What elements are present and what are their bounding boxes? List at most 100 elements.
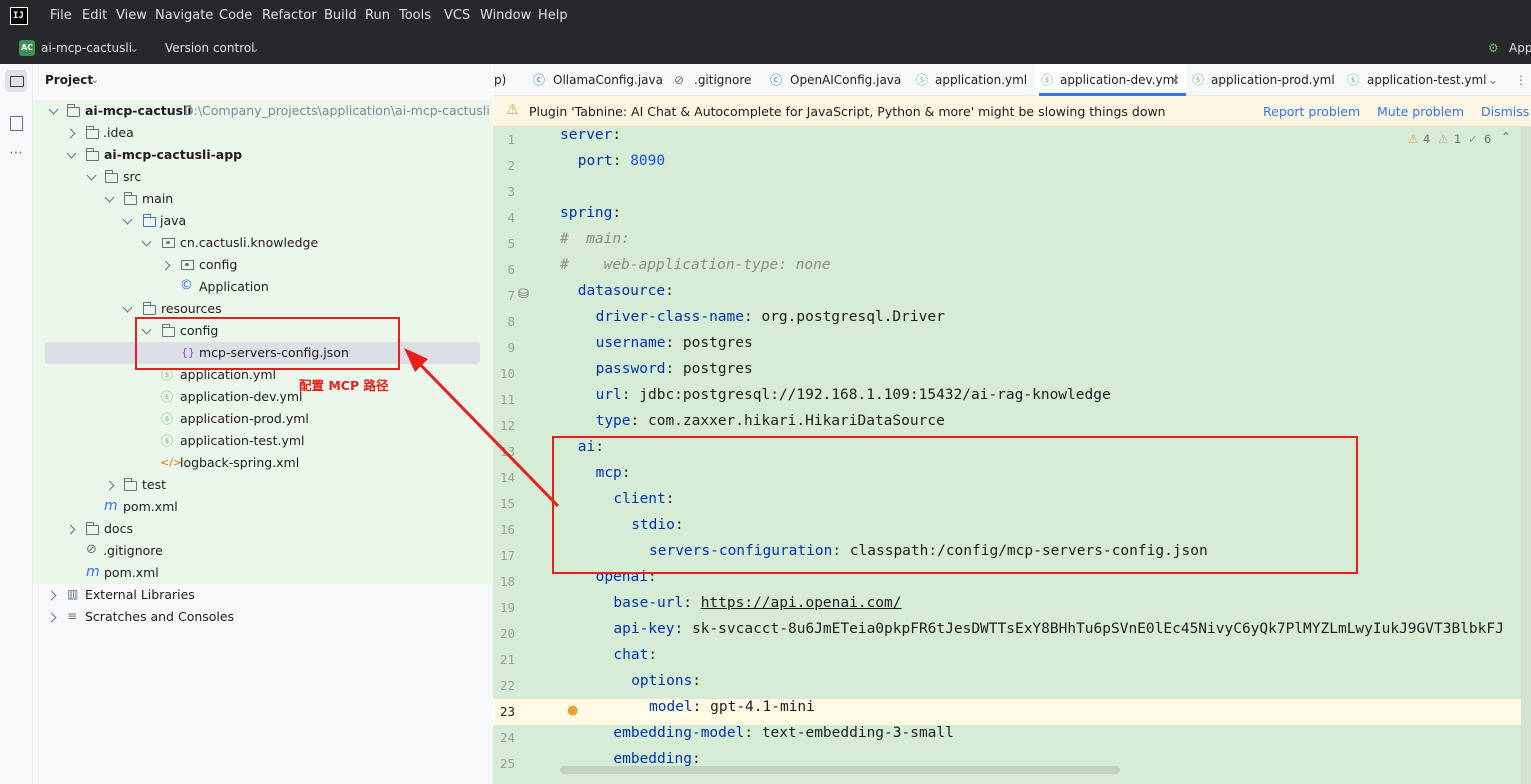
- code-line[interactable]: options:: [631, 673, 701, 699]
- line-number[interactable]: 17: [499, 548, 515, 563]
- tab-ollama-config[interactable]: OllamaConfig.java: [553, 73, 663, 87]
- code-line[interactable]: api-key: sk-svcacct-8u6JmETeia0pkpFR6tJe…: [613, 621, 1503, 647]
- menu-tools[interactable]: Tools: [399, 8, 432, 23]
- line-number[interactable]: 6: [507, 262, 515, 277]
- weak-warning-count[interactable]: 1: [1454, 132, 1462, 146]
- line-number[interactable]: 4: [507, 210, 515, 225]
- line-number[interactable]: 10: [499, 366, 515, 381]
- code-line[interactable]: url: jdbc:postgresql://192.168.1.109:154…: [596, 387, 1111, 413]
- code-line[interactable]: mcp:: [596, 465, 631, 491]
- line-number[interactable]: 12: [499, 418, 515, 433]
- horizontal-scrollbar[interactable]: [560, 766, 1120, 774]
- line-number[interactable]: 8: [507, 314, 515, 329]
- vertical-scrollbar[interactable]: [1521, 127, 1531, 784]
- code-line[interactable]: type: com.zaxxer.hikari.HikariDataSource: [596, 413, 945, 439]
- project-view-chevron-down-icon[interactable]: ⌄: [90, 73, 100, 86]
- line-number[interactable]: 7: [507, 288, 515, 303]
- line-number[interactable]: 22: [499, 678, 515, 693]
- project-chevron-down-icon[interactable]: ⌄: [129, 41, 140, 55]
- code-line[interactable]: spring:: [560, 205, 621, 231]
- code-line[interactable]: password: postgres: [596, 361, 753, 387]
- menu-refactor[interactable]: Refactor: [262, 8, 317, 23]
- code-line[interactable]: embedding:: [613, 751, 700, 777]
- code-line[interactable]: username: postgres: [596, 335, 753, 361]
- line-number[interactable]: 24: [499, 730, 515, 745]
- line-number[interactable]: 25: [499, 756, 515, 771]
- code-line[interactable]: servers-configuration: classpath:/config…: [649, 543, 1208, 569]
- tabs-dropdown-chevron-icon[interactable]: ⌄: [1488, 73, 1499, 87]
- line-number[interactable]: 19: [499, 600, 515, 615]
- vcs-selector[interactable]: Version control: [165, 41, 255, 55]
- menu-help[interactable]: Help: [538, 8, 568, 23]
- tab-gitignore[interactable]: .gitignore: [694, 73, 752, 87]
- intellij-logo-icon[interactable]: IJ: [10, 7, 28, 25]
- menu-edit[interactable]: Edit: [82, 8, 108, 23]
- tab-openai-config[interactable]: OpenAIConfig.java: [790, 73, 902, 87]
- line-number[interactable]: 5: [507, 236, 515, 251]
- line-number[interactable]: 11: [499, 392, 515, 407]
- menu-file[interactable]: File: [50, 8, 72, 23]
- menu-code[interactable]: Code: [219, 8, 253, 23]
- line-number[interactable]: 18: [499, 574, 515, 589]
- menu-vcs[interactable]: VCS: [444, 8, 471, 23]
- ok-count[interactable]: 6: [1484, 132, 1492, 146]
- project-selector[interactable]: ai-mcp-cactusli: [41, 41, 133, 55]
- code-line[interactable]: model: gpt-4.1-mini: [649, 699, 815, 725]
- code-line[interactable]: chat:: [613, 647, 657, 673]
- code-line[interactable]: # web-application-type: none: [560, 257, 831, 283]
- run-config-icon[interactable]: ⚙: [1488, 41, 1499, 55]
- line-number[interactable]: 3: [507, 184, 515, 199]
- line-number[interactable]: 2: [507, 158, 515, 173]
- line-number[interactable]: 21: [499, 652, 515, 667]
- line-number[interactable]: 9: [507, 340, 515, 355]
- menu-run[interactable]: Run: [365, 8, 390, 23]
- tab-application-test-yml[interactable]: application-test.yml: [1367, 73, 1487, 87]
- code-line[interactable]: ai:: [578, 439, 604, 465]
- menu-view[interactable]: View: [116, 8, 147, 23]
- code-line[interactable]: stdio:: [631, 517, 683, 543]
- code-line[interactable]: base-url: https://api.openai.com/: [613, 595, 901, 621]
- structure-icon[interactable]: [10, 116, 23, 131]
- line-number[interactable]: 20: [499, 626, 515, 641]
- line-number[interactable]: 1: [507, 132, 515, 147]
- more-tools-icon[interactable]: ⋯: [9, 145, 23, 161]
- menu-navigate[interactable]: Navigate: [155, 8, 214, 23]
- warning-count[interactable]: 4: [1423, 132, 1431, 146]
- run-config-selector[interactable]: App: [1509, 41, 1531, 55]
- menu-window[interactable]: Window: [480, 8, 532, 23]
- close-tab-icon[interactable]: ×: [1170, 73, 1181, 87]
- lightbulb-icon[interactable]: ●: [567, 703, 579, 718]
- code-line[interactable]: port: 8090: [578, 153, 665, 179]
- more-tabs-icon[interactable]: ⋮: [1515, 73, 1527, 87]
- tab-truncated[interactable]: p): [494, 73, 507, 87]
- vcs-chevron-down-icon[interactable]: ⌄: [250, 41, 261, 55]
- previous-highlight-icon[interactable]: ⌃: [1501, 130, 1512, 144]
- menu-build[interactable]: Build: [324, 8, 357, 23]
- code-line[interactable]: datasource:: [578, 283, 674, 309]
- tree-row-project-root[interactable]: ai-mcp-cactusli D:\Company_projects\appl…: [33, 100, 492, 122]
- line-number[interactable]: 14: [499, 470, 515, 485]
- ok-check-icon[interactable]: ✓: [1468, 132, 1478, 146]
- code-line[interactable]: driver-class-name: org.postgresql.Driver: [596, 309, 945, 335]
- line-number[interactable]: 23: [499, 704, 515, 719]
- code-line[interactable]: client:: [613, 491, 674, 517]
- code-line[interactable]: # main:: [560, 231, 630, 257]
- report-problem-link[interactable]: Report problem: [1263, 104, 1361, 119]
- project-badge[interactable]: AC: [19, 40, 35, 56]
- tab-application-prod-yml[interactable]: application-prod.yml: [1211, 73, 1335, 87]
- tab-application-yml[interactable]: application.yml: [935, 73, 1028, 87]
- line-number[interactable]: 13: [499, 444, 515, 459]
- line-number[interactable]: 15: [499, 496, 515, 511]
- maven-icon: m: [86, 564, 100, 580]
- weak-warning-icon[interactable]: ⚠: [1438, 132, 1449, 146]
- editor-area[interactable]: [493, 127, 1531, 784]
- datasource-icon[interactable]: ⛁: [518, 287, 529, 302]
- dismiss-link[interactable]: Dismiss: [1481, 104, 1530, 119]
- project-panel-title[interactable]: Project: [45, 73, 94, 87]
- mute-problem-link[interactable]: Mute problem: [1377, 104, 1464, 119]
- code-line[interactable]: server:: [560, 127, 621, 153]
- tab-application-dev-yml[interactable]: application-dev.yml: [1060, 73, 1178, 87]
- code-line[interactable]: embedding-model: text-embedding-3-small: [613, 725, 953, 751]
- warning-count-icon[interactable]: ⚠: [1408, 132, 1419, 146]
- line-number[interactable]: 16: [499, 522, 515, 537]
